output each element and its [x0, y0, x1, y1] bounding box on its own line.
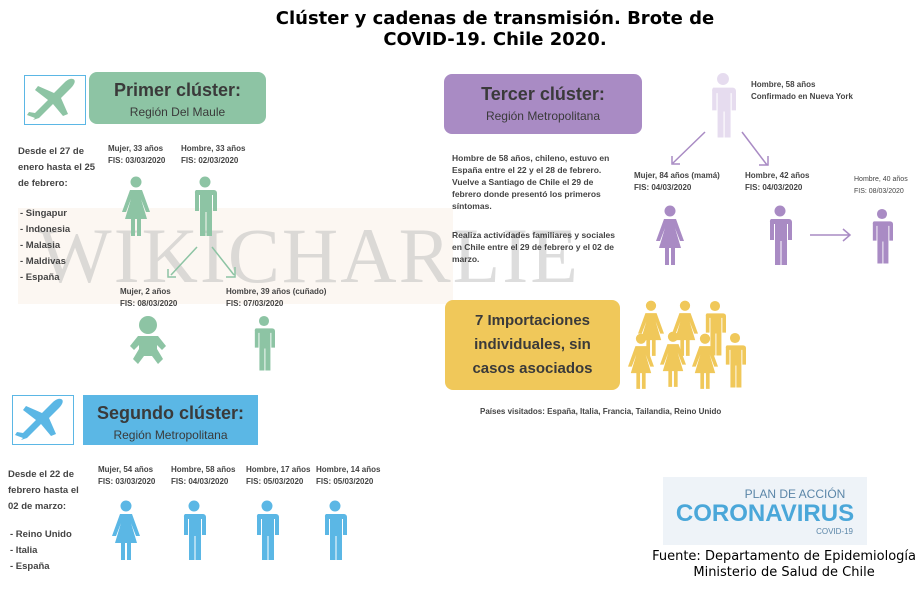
man-icon: [253, 312, 275, 374]
case-fis: FIS: 08/03/2020: [120, 299, 178, 308]
airplane-icon: [12, 395, 74, 445]
country: - Indonesia: [20, 224, 71, 235]
cluster3-heading: Tercer clúster:: [481, 84, 605, 104]
plan-de-accion-logo: PLAN DE ACCIÓN CORONAVIRUS COVID-19: [663, 477, 867, 545]
cluster1-countries: - Singapur - Indonesia - Malasia - Maldivas…: [20, 206, 70, 286]
man-icon: [193, 175, 217, 237]
case-desc: Mujer, 84 años (mamá): [634, 171, 720, 180]
country: - España: [10, 561, 50, 572]
case-desc: Hombre, 17 años: [246, 465, 311, 474]
country: - Singapur: [20, 208, 67, 219]
case-origin: Confirmado en Nueva York: [751, 92, 853, 101]
man-icon: [182, 498, 206, 562]
page-title: Clúster y cadenas de transmisión. Brote …: [0, 8, 920, 50]
country: - Maldivas: [20, 256, 66, 267]
case-fis: FIS: 07/03/2020: [226, 299, 284, 308]
cluster1-heading: Primer clúster:: [113, 80, 242, 100]
case-fis: FIS: 02/03/2020: [181, 156, 239, 165]
imports-box: 7 Importaciones individuales, sin casos …: [445, 300, 620, 390]
case-desc: Hombre, 39 años (cuñado): [226, 287, 327, 296]
man-icon: [871, 206, 893, 266]
case-desc: Hombre, 14 años: [316, 465, 381, 474]
case-desc: Hombre, 33 años: [181, 144, 246, 153]
cluster3-activities: Realiza actividades familiares y sociale…: [452, 230, 616, 264]
cluster2-countries: - Reino Unido - Italia - España: [10, 527, 72, 575]
man-icon: [768, 204, 792, 266]
case-desc: Hombre, 58 años: [751, 80, 816, 89]
cluster1-period: Desde el 27 de enero hasta el 25 de febr…: [18, 146, 96, 189]
cluster2-header: Segundo clúster: Región Metropolitana: [83, 395, 258, 445]
case-fis: FIS: 05/03/2020: [316, 477, 374, 486]
transmission-arrows: [167, 246, 236, 278]
imports-countries: Países visitados: España, Italia, Franci…: [480, 407, 722, 416]
woman-icon: [122, 175, 150, 237]
case-desc: Mujer, 33 años: [108, 144, 164, 153]
case-label: Hombre, 39 años (cuñado) FIS: 07/03/2020: [226, 286, 326, 310]
case-fis: FIS: 04/03/2020: [171, 477, 229, 486]
cluster2-period: Desde el 22 de febrero hasta el 02 de ma…: [8, 469, 79, 512]
case-fis: FIS: 04/03/2020: [745, 183, 803, 192]
logo-main: CORONAVIRUS: [675, 500, 855, 527]
case-fis: FIS: 03/03/2020: [98, 477, 156, 486]
cluster2-heading: Segundo clúster:: [96, 403, 244, 423]
country: - Italia: [10, 545, 38, 556]
case-fis: FIS: 04/03/2020: [634, 183, 692, 192]
logo-top: PLAN DE ACCIÓN: [744, 487, 846, 501]
cluster1-region: Región Del Maule: [129, 105, 226, 119]
case-fis: FIS: 05/03/2020: [246, 477, 304, 486]
cluster2-region: Región Metropolitana: [113, 428, 228, 442]
woman-icon: [112, 498, 140, 562]
cluster3-description: Hombre de 58 años, chileno, estuvo en Es…: [452, 153, 610, 211]
cluster1-header: Primer clúster: Región Del Maule: [89, 72, 266, 124]
case-fis: FIS: 03/03/2020: [108, 156, 166, 165]
baby-icon: [128, 316, 168, 366]
man-icon: [323, 498, 347, 562]
man-icon: [255, 498, 279, 562]
group-of-people-icon: [628, 300, 746, 389]
country: - España: [20, 272, 60, 283]
title-line-2: COVID-19. Chile 2020.: [383, 29, 607, 50]
case-desc: Mujer, 54 años: [98, 465, 154, 474]
case-label: Mujer, 84 años (mamá) FIS: 04/03/2020: [634, 170, 720, 194]
cluster3-header: Tercer clúster: Región Metropolitana: [444, 74, 642, 134]
title-line-1: Clúster y cadenas de transmisión. Brote …: [275, 8, 715, 29]
woman-icon: [656, 204, 684, 266]
logo-sub: COVID-19: [816, 527, 853, 536]
country: - Malasia: [20, 240, 61, 251]
case-fis: FIS: 08/03/2020: [854, 188, 904, 195]
arrow-right-icon: [810, 228, 852, 242]
case-desc: Hombre, 58 años: [171, 465, 236, 474]
transmission-arrows: [671, 131, 769, 166]
source-line-2: Ministerio de Salud de Chile: [693, 565, 875, 580]
case-desc: Hombre, 40 años: [854, 176, 908, 183]
case-desc: Mujer, 2 años: [120, 287, 171, 296]
cluster3-region: Región Metropolitana: [485, 109, 601, 123]
airplane-icon: [24, 75, 86, 125]
case-desc: Hombre, 42 años: [745, 171, 810, 180]
source-line-1: Fuente: Departamento de Epidemiología: [652, 549, 916, 564]
country: - Reino Unido: [10, 529, 72, 540]
imports-text: 7 Importaciones individuales, sin casos …: [472, 312, 593, 377]
